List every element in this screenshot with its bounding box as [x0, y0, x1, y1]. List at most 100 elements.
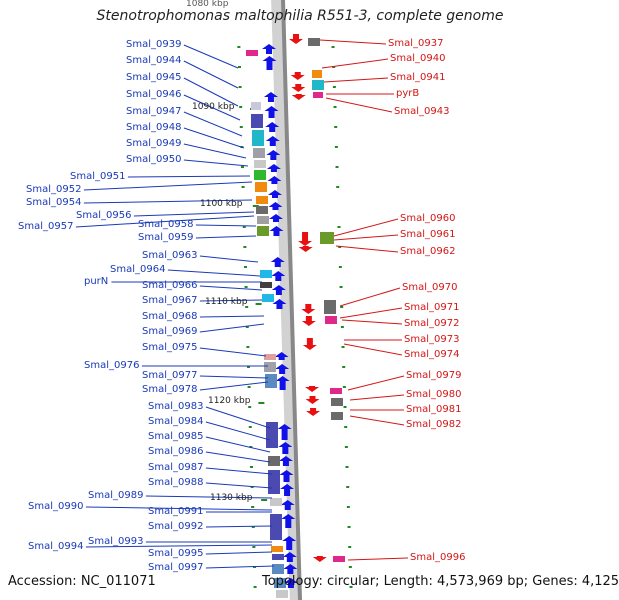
- feature-box-3: [252, 130, 264, 146]
- forward-gene-18: [275, 364, 290, 374]
- right-gene-label: Smal_0940: [390, 53, 446, 64]
- right-leader-line: [319, 39, 387, 45]
- feature-box-12: [260, 270, 272, 278]
- feature-box-1: [251, 102, 261, 110]
- left-gene-label: Smal_0964: [110, 264, 166, 275]
- left-leader-line: [75, 215, 255, 228]
- left-gene-label: Smal_0991: [148, 506, 204, 517]
- reverse-gene-10: [305, 396, 320, 404]
- left-gene-label: Smal_0956: [76, 210, 132, 221]
- left-leader-line: [127, 175, 251, 178]
- backbone-shadow: [271, 0, 300, 600]
- tick-mark-right-9: [338, 246, 342, 248]
- tick-mark-left-0: [237, 46, 241, 48]
- left-gene-label: Smal_0983: [148, 401, 204, 412]
- right-gene-label: Smal_0937: [388, 38, 444, 49]
- right-gene-label: Smal_0943: [394, 106, 450, 117]
- tick-mark-right-13: [340, 326, 344, 328]
- left-gene-label: Smal_0951: [70, 171, 126, 182]
- feature-box-38: [333, 556, 345, 562]
- feature-box-2: [251, 114, 263, 128]
- tick-mark-right-3: [333, 106, 337, 108]
- forward-gene-11: [268, 214, 283, 222]
- left-leader-line: [183, 44, 239, 69]
- forward-gene-7: [266, 164, 281, 172]
- genome-backbone: [281, 0, 302, 600]
- feature-box-31: [313, 92, 323, 98]
- right-gene-label: Smal_0961: [400, 229, 456, 240]
- right-gene-label: Smal_0972: [404, 318, 460, 329]
- feature-box-9: [256, 206, 268, 214]
- reverse-gene-7: [301, 316, 316, 326]
- kbp-marker-top: 1080 kbp: [186, 0, 229, 9]
- feature-box-28: [308, 38, 320, 46]
- forward-gene-26: [281, 514, 296, 528]
- forward-gene-13: [270, 257, 285, 267]
- right-gene-label: Smal_0979: [406, 370, 462, 381]
- tick-mark-left-20: [249, 466, 253, 468]
- tick-mark-right-4: [334, 126, 338, 128]
- left-leader-line: [195, 235, 257, 239]
- left-gene-label: Smal_0978: [142, 384, 198, 395]
- reverse-gene-11: [306, 408, 321, 416]
- feature-box-13: [260, 282, 272, 288]
- forward-gene-9: [267, 190, 282, 198]
- kbp-marker-3: 1110 kbp: [205, 297, 248, 307]
- forward-gene-0: [262, 44, 276, 54]
- feature-box-26: [274, 578, 286, 588]
- forward-gene-14: [271, 271, 286, 281]
- right-leader-line: [343, 343, 403, 356]
- tick-mark-right-11: [339, 286, 343, 288]
- left-leader-line: [183, 159, 249, 167]
- tick-mark-left-13: [245, 326, 249, 328]
- left-gene-label: Smal_0975: [142, 342, 198, 353]
- left-gene-label: Smal_0948: [126, 122, 182, 133]
- feature-box-7: [255, 182, 267, 192]
- kbp-marker-1: 1090 kbp: [192, 102, 235, 112]
- kbp-tick-2: [252, 205, 259, 207]
- reverse-gene-12: [312, 556, 327, 562]
- right-leader-line: [347, 375, 405, 391]
- tick-mark-right-22: [346, 506, 350, 508]
- right-leader-line: [347, 557, 409, 561]
- tick-mark-left-19: [249, 446, 253, 448]
- left-gene-label: Smal_0992: [148, 521, 204, 532]
- tick-mark-left-22: [251, 506, 255, 508]
- reverse-gene-0: [289, 34, 303, 44]
- left-leader-line: [205, 421, 271, 441]
- genome-map-canvas: 1080 kbp Stenotrophomonas maltophilia R5…: [8, 0, 619, 600]
- left-gene-label: Smal_0967: [142, 295, 198, 306]
- tick-mark-right-19: [344, 446, 348, 448]
- tick-mark-left-11: [244, 286, 248, 288]
- tick-mark-right-25: [348, 566, 352, 568]
- right-gene-label: Smal_0962: [400, 246, 456, 257]
- feature-box-34: [325, 316, 337, 324]
- tick-mark-left-24: [252, 546, 256, 548]
- forward-gene-20: [277, 424, 292, 440]
- left-gene-label: Smal_0994: [28, 541, 84, 552]
- right-leader-line: [321, 58, 389, 69]
- reverse-gene-9: [305, 386, 320, 392]
- left-leader-line: [199, 255, 259, 263]
- right-gene-label: Smal_0973: [404, 334, 460, 345]
- feature-box-4: [253, 148, 265, 158]
- forward-gene-12: [269, 226, 284, 236]
- left-gene-label: purN: [84, 276, 109, 287]
- left-gene-label: Smal_0976: [84, 360, 140, 371]
- left-leader-line: [199, 347, 267, 357]
- left-gene-label: Smal_0995: [148, 548, 204, 559]
- left-leader-line: [199, 315, 265, 318]
- tick-mark-left-4: [239, 126, 243, 128]
- left-gene-label: Smal_0939: [126, 39, 182, 50]
- forward-gene-8: [267, 176, 282, 184]
- kbp-tick-4: [258, 402, 265, 404]
- tick-mark-left-14: [246, 346, 250, 348]
- forward-gene-28: [282, 552, 297, 562]
- feature-box-19: [268, 456, 280, 466]
- left-leader-line: [205, 525, 273, 528]
- left-gene-label: Smal_0944: [126, 55, 182, 66]
- feature-box-15: [264, 354, 276, 360]
- left-leader-line: [205, 406, 271, 429]
- left-leader-line: [205, 565, 275, 569]
- left-gene-label: Smal_0987: [148, 462, 204, 473]
